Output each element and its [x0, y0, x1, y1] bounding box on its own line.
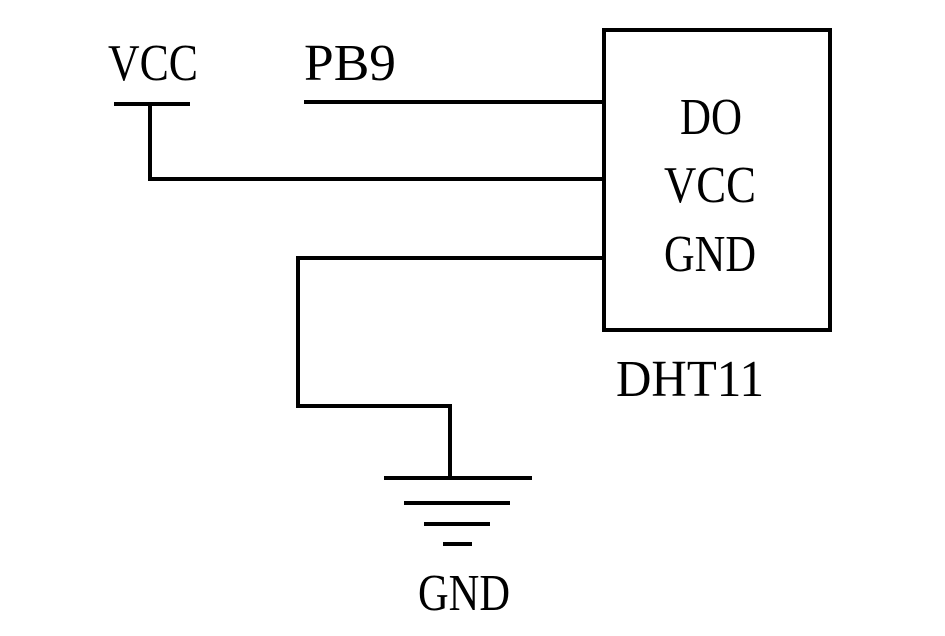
module-pin-gnd: GND: [664, 226, 756, 283]
module-name-label: DHT11: [616, 351, 764, 408]
vcc-wire: [148, 102, 604, 181]
vcc-supply-label: VCC: [108, 35, 198, 92]
ground-symbol: [384, 476, 532, 546]
pb9-signal-label: PB9: [304, 35, 396, 92]
dht11-module-box: [602, 28, 832, 332]
module-pin-do: DO: [680, 89, 742, 146]
gnd-wire: [296, 256, 604, 480]
module-pin-vcc: VCC: [664, 157, 756, 214]
gnd-ground-label: GND: [418, 565, 510, 622]
